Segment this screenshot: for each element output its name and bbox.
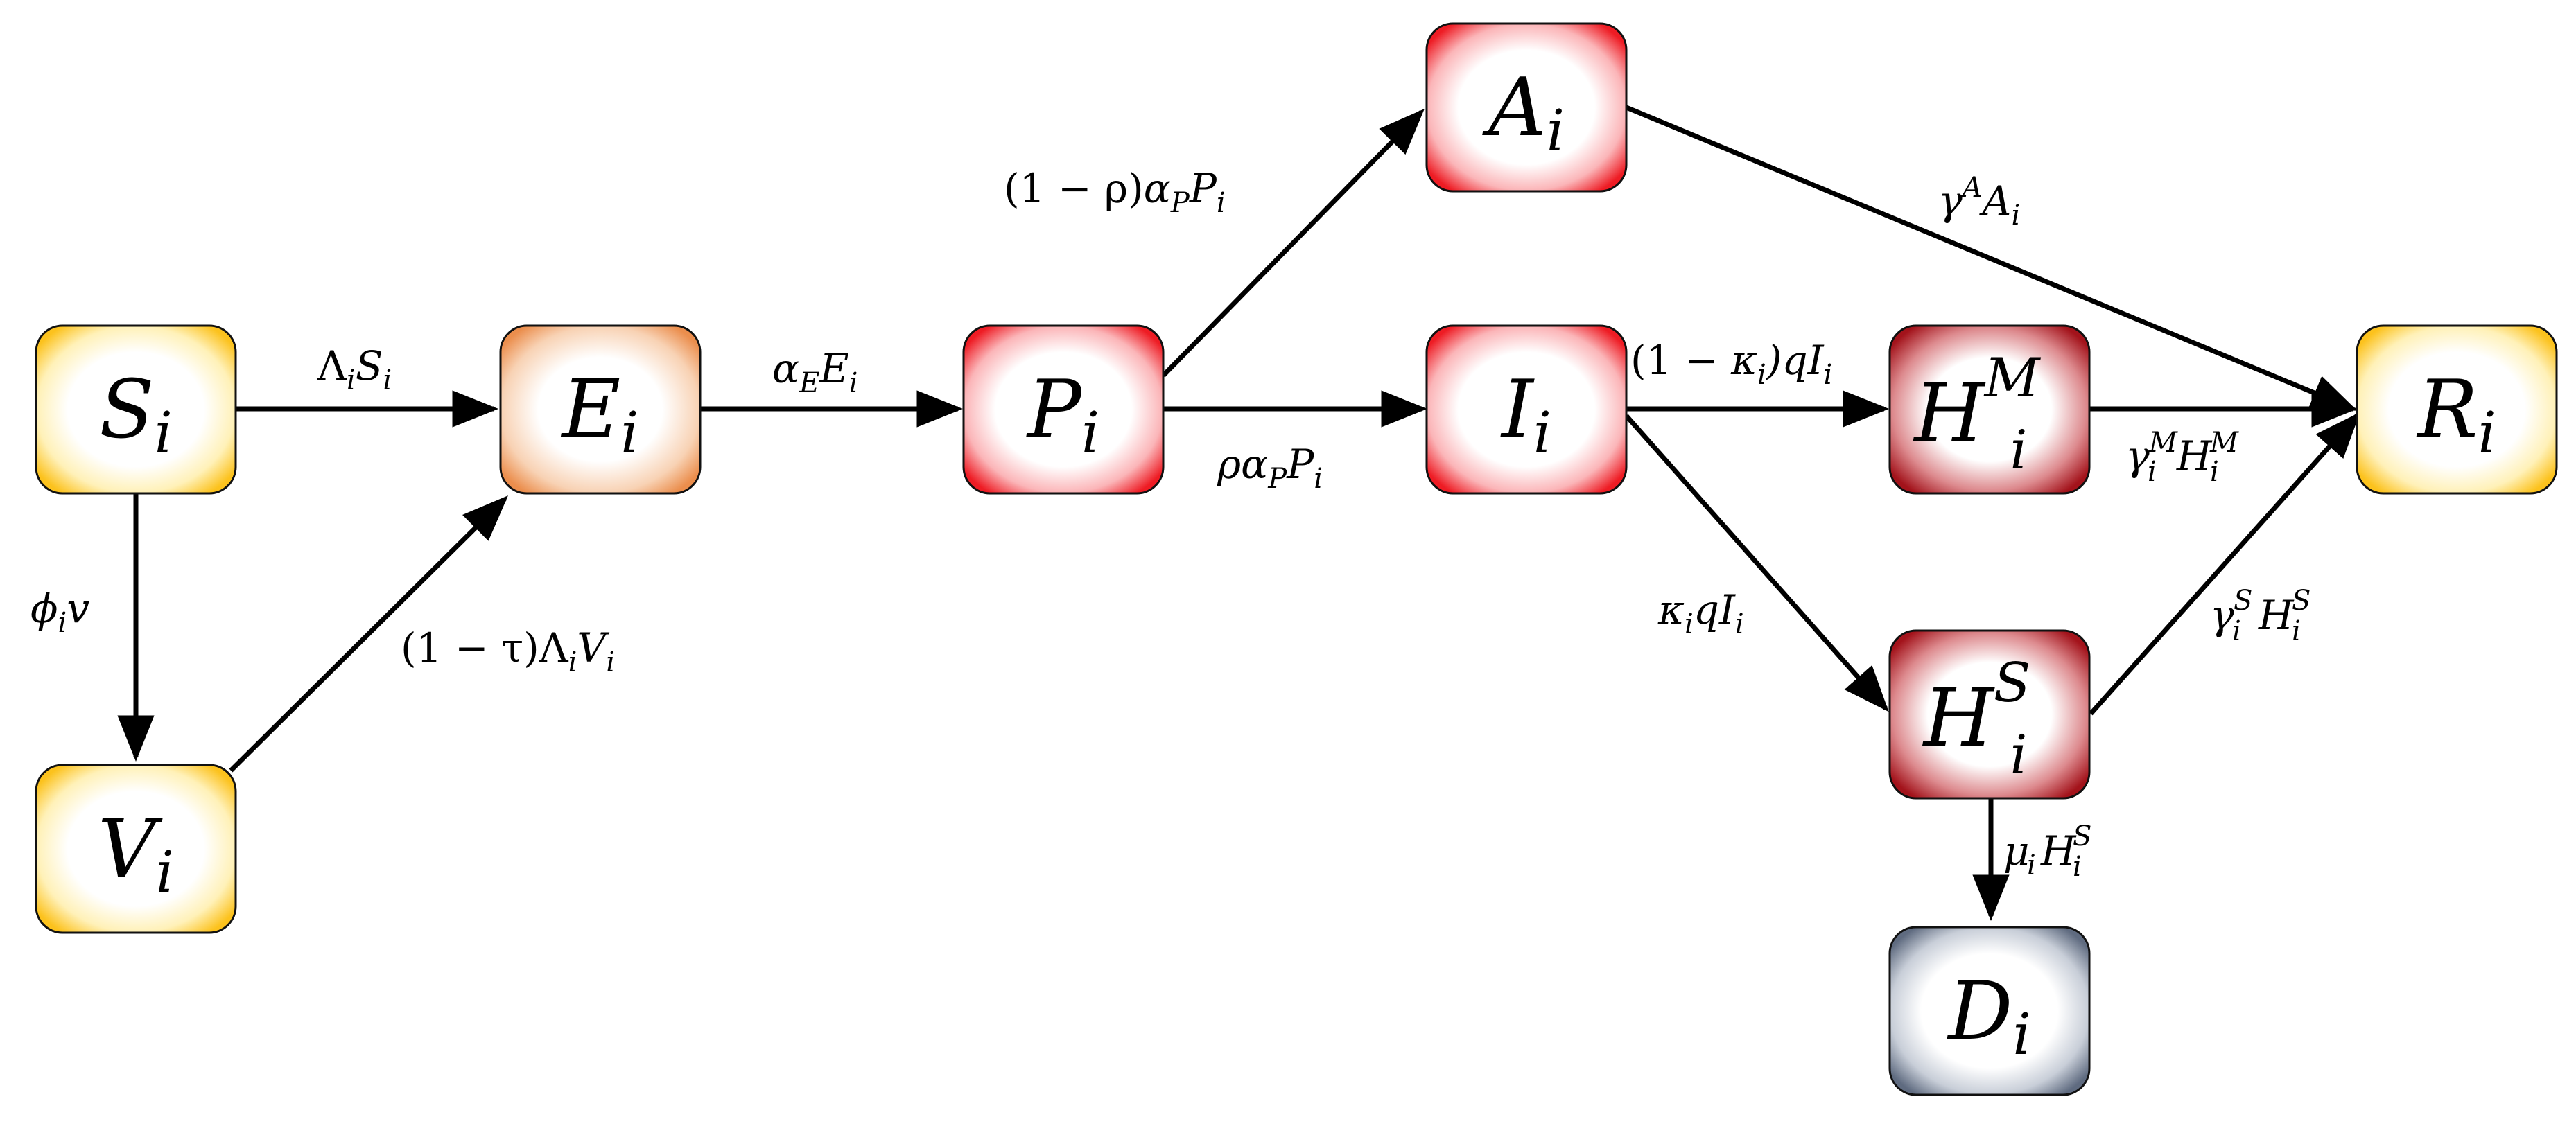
node-d-box [1888,926,2091,1096]
node-hm-label: HM [1913,347,2041,460]
node-r-box [2356,324,2558,495]
edge-label-hm-to-r-sup1: M [2148,427,2178,459]
node-hs: HS i [1888,629,2091,800]
edge-label-hs-to-r-base2: H [2258,592,2295,639]
node-hm: HM i [1888,324,2091,495]
edge-label-hs-to-d-sub2: i [2073,851,2082,883]
edge-label-e-to-p: αEEi [772,345,858,399]
node-e: Ei [499,324,702,495]
edge-label-hs-to-d-sub1: i [2027,850,2036,881]
node-s: Si [35,324,237,495]
edge-label-s-to-v: ϕiv [31,585,89,639]
edge-label-a-to-r: γAAi [1938,172,2020,231]
node-v-label: Vi [98,802,174,906]
node-v-box [35,764,237,934]
node-hs-sub: i [2010,724,2028,786]
edge-label-v-to-e: (1 − τ)ΛiVi [401,624,615,678]
node-d: Di [1888,926,2091,1096]
arrow-a-to-r [1625,105,2358,412]
arrow-hs-to-r [2089,412,2360,716]
edge-label-i-to-hs: κiqIi [1657,586,1744,640]
node-s-box [35,324,237,495]
node-i: Ii [1425,324,1628,495]
edge-label-hs-to-r: γ [2210,592,2234,639]
edge-label-hs-to-d-base2: H [2040,827,2077,874]
edge-label-hs-to-d-sup2: S [2073,820,2091,852]
node-a-box [1425,22,1628,193]
node-hm-box [1888,324,2091,495]
edge-label-i-to-hm: (1 − κi)qIi [1630,337,1832,391]
node-e-box [499,324,702,495]
node-p: Pi [962,324,1165,495]
edge-label-hm-to-r: γ [2125,432,2150,480]
edge-label-p-to-a: (1 − ρ)αPPi [1004,165,1226,219]
node-r-label: Ri [2416,363,2496,466]
node-hs-box [1888,629,2091,800]
node-hs-label: HS [1922,652,2031,765]
node-i-box [1425,324,1628,495]
arrows [117,105,2360,921]
arrow-p-to-a [1161,108,1425,378]
edge-label-hs-to-d: μ [2003,827,2030,874]
node-a-label: Ai [1482,61,1565,164]
edge-label-hs-to-r-sub2: i [2292,615,2301,647]
node-s-label: Si [99,363,173,466]
edge-label-hs-to-r-sub1: i [2232,615,2241,647]
edge-label-s-to-e: ΛiSi [317,342,392,396]
edge-label-hm-to-r-sub1: i [2148,456,2157,488]
node-hm-sub: i [2010,419,2028,482]
arrow-i-to-hs [1624,414,1889,712]
arrow-v-to-e [229,495,508,773]
node-e-label: Ei [561,363,639,466]
edge-label-hm-to-r-sup2: M [2209,427,2239,459]
edge-label-p-to-i: ραPPi [1217,441,1323,495]
edge-label-hs-to-r-sup1: S [2234,585,2252,617]
node-i-label: Ii [1500,363,1551,466]
node-v: Vi [35,764,237,934]
node-p-box [962,324,1165,495]
edge-label-hs-to-r-sup2: S [2292,585,2310,617]
edge-label-hm-to-r-sub2: i [2210,456,2219,488]
node-a: Ai [1425,22,1628,193]
node-d-label: Di [1947,965,2030,1068]
node-p-label: Pi [1026,363,1099,466]
edge-label-hm-to-r-base2: H [2176,432,2213,480]
node-r: Ri [2356,324,2558,495]
